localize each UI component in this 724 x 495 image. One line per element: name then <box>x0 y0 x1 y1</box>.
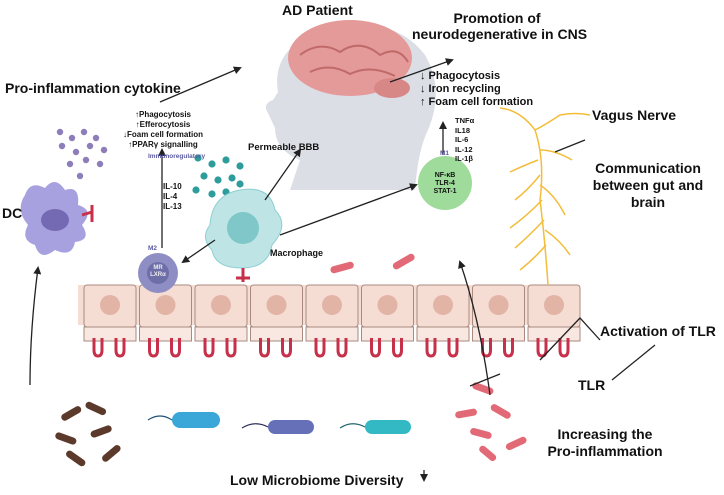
dc-label: DC <box>2 205 23 221</box>
cytokine-dot <box>214 176 222 184</box>
cell-nucleus <box>488 295 509 315</box>
permeable-bbb-label: Permeable BBB <box>248 142 320 153</box>
pathogens <box>330 253 527 462</box>
cytokine-dot <box>80 128 88 136</box>
microvilli <box>83 326 137 342</box>
brain <box>288 20 412 96</box>
cell-nucleus <box>322 295 342 315</box>
cytokine-dot <box>86 142 94 150</box>
cytokine-dots-mid <box>192 154 244 198</box>
cytokine-dot <box>68 134 76 142</box>
cytokine-dot <box>66 160 74 168</box>
bacteria-brown <box>55 401 121 467</box>
cytokine-dot <box>192 186 200 194</box>
microvilli <box>361 326 414 342</box>
cytokine-dot <box>200 172 208 180</box>
microvilli <box>250 326 303 342</box>
cytokine-dot <box>236 162 244 170</box>
microvilli <box>472 326 525 342</box>
bacteria-blue <box>147 412 411 434</box>
cytokine-dot <box>96 160 104 168</box>
arrows <box>29 58 656 482</box>
cytokine-dot <box>76 172 84 180</box>
cytokine-dot <box>194 154 202 162</box>
tlr-label: TLR <box>578 377 606 393</box>
cytokine-dot <box>208 160 216 168</box>
cytokine-dot <box>222 156 230 164</box>
microvilli <box>139 326 192 342</box>
m2-label: M2 <box>148 245 158 252</box>
microvilli <box>194 326 248 342</box>
microvilli <box>527 326 581 342</box>
activation-tlr-label: Activation of TLR <box>600 323 716 339</box>
epithelium <box>78 284 581 358</box>
vagus-nerve-drawing <box>499 107 591 286</box>
pro-inflammation-cytokine-label: Pro-inflammation cytokine <box>5 80 181 96</box>
immunoregulatory-label: Immunoregulatory <box>148 153 206 160</box>
cytokine-dot <box>228 174 236 182</box>
m1-label: M1 <box>440 150 450 157</box>
cell-nucleus <box>433 295 453 315</box>
cytokine-dot <box>58 142 66 150</box>
cell-nucleus <box>211 295 231 315</box>
cns-effects: ↓ Phagocytosis↓ Iron recycling↑ Foam cel… <box>420 70 534 108</box>
cell-nucleus <box>544 295 564 315</box>
cytokine-dot <box>208 190 216 198</box>
m1-cell <box>418 156 472 210</box>
cytokine-dot <box>100 146 108 154</box>
m2-effects: ↑Phagocytosis↑Efferocytosis↓Foam cell fo… <box>122 110 203 149</box>
vagus-nerve-label: Vagus Nerve <box>592 107 677 123</box>
cytokine-dot <box>236 180 244 188</box>
cell-nucleus <box>266 295 287 315</box>
cytokine-dot <box>92 134 100 142</box>
macrophage-label: Macrophage <box>270 248 324 258</box>
cytokine-dot <box>82 156 90 164</box>
microvilli <box>305 326 359 342</box>
cytokine-dot <box>56 128 64 136</box>
microvilli <box>416 326 470 342</box>
cytokine-dot <box>72 148 80 156</box>
cytokine-dots-left <box>56 128 108 180</box>
cell-nucleus <box>155 295 176 315</box>
title-ad-patient: AD Patient <box>282 2 353 18</box>
cell-nucleus <box>100 295 120 315</box>
cell-nucleus <box>377 295 398 315</box>
low-diversity-label: Low Microbiome Diversity <box>230 472 404 488</box>
